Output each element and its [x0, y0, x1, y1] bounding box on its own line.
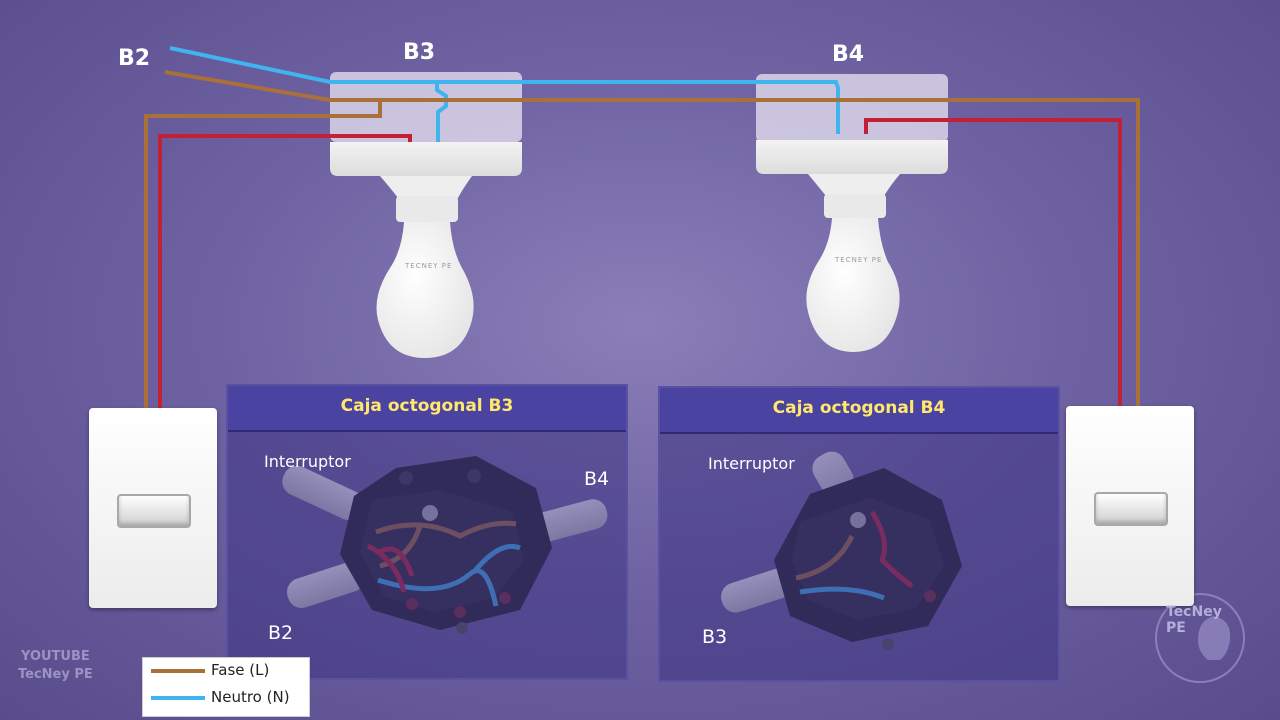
logo-line1: TecNey [1166, 604, 1222, 620]
light-switch-left[interactable] [89, 408, 217, 608]
label-b2: B2 [118, 46, 151, 71]
legend-swatch [151, 696, 205, 700]
bulb-b4 [806, 218, 900, 352]
panel-octagonal-box-b3: Caja octogonal B3 Interruptor B4 B2 [226, 384, 628, 680]
b4-label: B4 [584, 468, 610, 490]
legend-label: Fase (L) [211, 661, 270, 679]
legend-label: Neutro (N) [211, 688, 290, 706]
label-b3: B3 [403, 40, 436, 65]
panel-header: Caja octogonal B4 [660, 388, 1058, 434]
lampholder-base-b3 [330, 142, 522, 176]
lampholder-neck-b4 [808, 174, 900, 196]
panel-octagonal-box-b4: Caja octogonal B4 Interruptor B3 [658, 386, 1060, 682]
b2-label: B2 [268, 622, 294, 644]
lampholder-socket-b4 [824, 194, 886, 218]
interruptor-label: Interruptor [708, 454, 795, 473]
switch-rocker[interactable] [1094, 492, 1168, 526]
bulb-brand-b4: TECNEY PE [835, 256, 883, 264]
bulb-b3 [376, 222, 474, 358]
panel-header: Caja octogonal B3 [228, 386, 626, 432]
legend-swatch [151, 669, 205, 673]
panel-title: Caja octogonal B3 [340, 396, 514, 416]
legend: Fase (L) Neutro (N) [142, 657, 310, 717]
bulb-brand-b3: TECNEY PE [405, 262, 453, 270]
lampholder-base-b4 [756, 140, 948, 174]
return-wire-b3 [158, 134, 412, 408]
panel-title: Caja octogonal B4 [772, 398, 946, 418]
logo-bulb-icon [1198, 616, 1231, 660]
phase-to-switch-b3 [144, 100, 382, 408]
b3-label: B3 [702, 626, 728, 648]
phase-wire [164, 70, 1140, 408]
junction-box-b4 [756, 74, 948, 142]
light-switch-right[interactable] [1066, 406, 1194, 606]
return-wire-b4 [864, 118, 1122, 408]
logo-circle [1155, 593, 1245, 683]
lampholder-neck-b3 [380, 176, 472, 198]
label-b4: B4 [832, 42, 865, 67]
junction-box-b3 [330, 72, 522, 142]
watermark-line1: YOUTUBE [21, 649, 90, 664]
logo-line2: PE [1166, 620, 1186, 636]
youtube-watermark: YOUTUBE TecNey PE [18, 648, 93, 684]
interruptor-label: Interruptor [264, 452, 351, 471]
neutral-wire [169, 46, 840, 134]
lampholder-socket-b3 [396, 196, 458, 222]
watermark-line2: TecNey PE [18, 667, 93, 682]
switch-rocker[interactable] [117, 494, 191, 528]
brand-logo: TecNey PE [1166, 604, 1222, 636]
